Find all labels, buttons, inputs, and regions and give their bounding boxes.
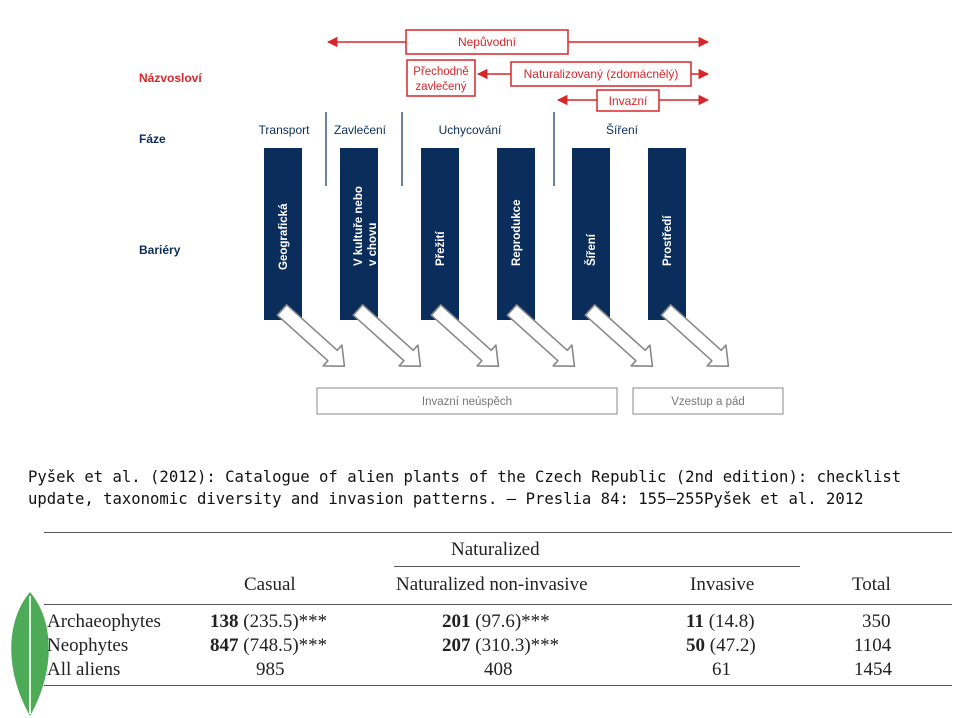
barrier-survival: Přežití xyxy=(421,148,459,320)
cell-noninvasive: 207 (310.3)*** xyxy=(442,635,559,657)
col-header-total: Total xyxy=(852,574,891,595)
cell-noninvasive-expected: (310.3)*** xyxy=(475,635,560,656)
cell-invasive-expected: (14.8) xyxy=(708,611,755,632)
barrier-dispersal: Šíření xyxy=(572,148,610,320)
barrier-captivity-text-1: V kultuře nebo xyxy=(353,186,365,266)
cell-casual: 847 (748.5)*** xyxy=(210,635,327,657)
cell-noninvasive: 408 xyxy=(484,659,513,680)
cell-casual: 985 xyxy=(256,659,285,680)
row-label: Neophytes xyxy=(47,635,129,656)
nomenclature-label: Názvosloví xyxy=(139,71,202,85)
cell-casual-expected: (235.5)*** xyxy=(243,611,328,632)
failure-box xyxy=(316,387,618,415)
cell-casual-expected: (748.5)*** xyxy=(243,635,328,656)
cell-invasive: 61 xyxy=(712,659,731,680)
casual-box xyxy=(406,59,476,97)
cell-invasive-expected: (47.2) xyxy=(709,635,756,656)
cell-casual: 138 (235.5)*** xyxy=(210,611,327,633)
barrier-geographic: Geografická xyxy=(264,148,302,320)
naturalized-box xyxy=(510,61,692,87)
barrier-reproduction-text: Reprodukce xyxy=(511,200,523,266)
cell-invasive-value: 11 xyxy=(686,611,704,632)
barrier-environment-text: Prostředí xyxy=(662,215,674,266)
phase-establishment: Uchycování xyxy=(439,123,502,137)
failure-arrow-4 xyxy=(506,303,576,368)
row-label: Archaeophytes xyxy=(47,611,161,632)
col-header-noninvasive: Naturalized non-invasive xyxy=(396,574,588,595)
barrier-reproduction: Reprodukce xyxy=(497,148,535,320)
cell-casual-value: 138 xyxy=(210,611,239,632)
cell-noninvasive: 201 (97.6)*** xyxy=(442,611,550,633)
citation-text: Pyšek et al. (2012): Catalogue of alien … xyxy=(28,468,902,508)
barrier-dispersal-text: Šíření xyxy=(585,233,598,266)
cell-invasive: 50 (47.2) xyxy=(686,635,756,657)
naturalized-text: Naturalizovaný (zdomácnělý) xyxy=(524,67,679,81)
failure-arrow-3 xyxy=(430,303,500,368)
failure-arrow-5 xyxy=(584,303,654,368)
cell-total: 350 xyxy=(862,611,891,632)
cell-total: 1104 xyxy=(854,635,892,656)
cell-total: 1454 xyxy=(854,659,892,680)
phase-introduction: Zavlečení xyxy=(334,123,387,137)
barrier-captivity: V kultuře nebo v chovu xyxy=(340,148,379,320)
barriers-label: Bariéry xyxy=(139,243,181,257)
invasive-text: Invazní xyxy=(609,94,648,108)
failure-arrows xyxy=(276,303,730,368)
barrier-geographic-text: Geografická xyxy=(278,203,290,270)
col-header-invasive: Invasive xyxy=(690,574,755,595)
barrier-survival-text: Přežití xyxy=(435,231,447,266)
cell-invasive: 11 (14.8) xyxy=(686,611,755,633)
casual-text-2: zavlečený xyxy=(415,81,466,93)
non-native-text: Nepůvodní xyxy=(458,35,517,49)
phase-transport: Transport xyxy=(259,123,311,137)
cell-noninvasive-value: 201 xyxy=(442,611,471,632)
cell-casual-value: 847 xyxy=(210,635,239,656)
group-header-naturalized: Naturalized xyxy=(451,539,540,560)
phases-label: Fáze xyxy=(139,132,166,146)
invasive-box xyxy=(596,89,660,112)
failure-arrow-6 xyxy=(660,303,730,368)
phase-spread: Šíření xyxy=(606,122,639,137)
col-header-casual: Casual xyxy=(244,574,296,595)
cell-noninvasive-expected: (97.6)*** xyxy=(475,611,550,632)
row-label: All aliens xyxy=(47,659,121,680)
casual-text-1: Přechodně xyxy=(413,66,469,78)
leaf-icon xyxy=(11,592,49,716)
boom-bust-box xyxy=(632,387,784,415)
boom-bust-text: Vzestup a pád xyxy=(671,396,745,408)
barrier-environment: Prostředí xyxy=(648,148,686,320)
cell-noninvasive-value: 207 xyxy=(442,635,471,656)
invasion-framework-diagram: Názvosloví Nepůvodní Přechodně zavlečený… xyxy=(139,29,784,415)
non-native-box xyxy=(405,29,569,55)
cell-invasive-value: 50 xyxy=(686,635,705,656)
failure-arrow-2 xyxy=(352,303,422,368)
barrier-captivity-text-2: v chovu xyxy=(367,223,379,266)
category-table: Naturalized Casual Naturalized non-invas… xyxy=(44,532,952,687)
failure-arrow-1 xyxy=(276,303,346,368)
failure-text: Invazní neúspěch xyxy=(422,396,512,408)
